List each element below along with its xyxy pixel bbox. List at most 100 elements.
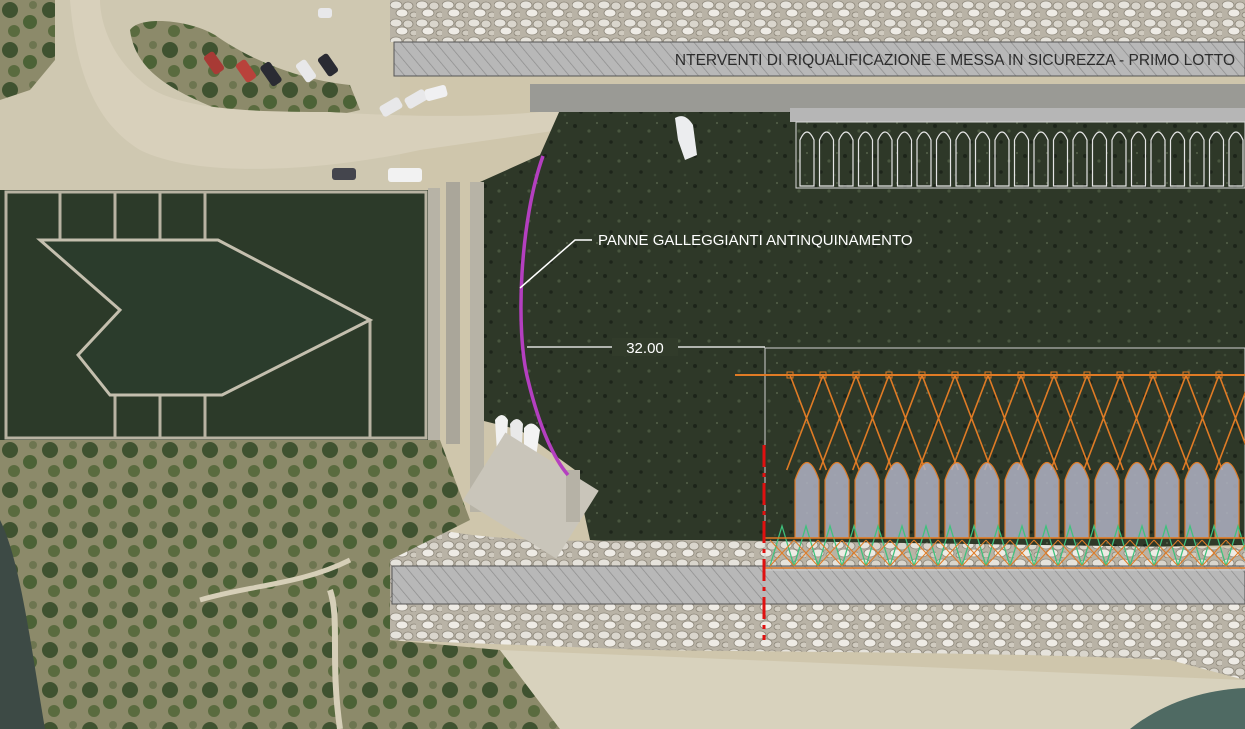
chain-segment xyxy=(1177,523,1203,567)
berth-boat-outline xyxy=(1033,131,1049,187)
mooring-buoy xyxy=(852,371,860,379)
mooring-buoy xyxy=(984,371,992,379)
floating-boom-line xyxy=(519,155,570,477)
basin-walls xyxy=(4,190,428,440)
label-leader xyxy=(519,239,592,289)
mooring-buoy xyxy=(1182,371,1190,379)
berth-boat xyxy=(974,461,1000,539)
mooring-rope xyxy=(1181,374,1224,471)
harbour-water xyxy=(480,110,1245,548)
berth-boat-outline xyxy=(1091,131,1108,187)
lower-quay-band xyxy=(391,565,1245,605)
mooring-rope xyxy=(950,374,993,471)
bracing-segment xyxy=(961,539,987,567)
berth-boat-outline xyxy=(1111,131,1127,187)
berth-boat xyxy=(1154,461,1180,539)
berth-boat-outline xyxy=(994,131,1010,187)
chain-segment xyxy=(865,523,891,567)
project-title: NTERVENTI DI RIQUALIFICAZIONE E MESSA IN… xyxy=(675,52,1235,69)
bracing-segment xyxy=(1225,539,1245,567)
chain-segment xyxy=(769,523,795,567)
bracing-segment xyxy=(1057,539,1083,567)
berth-boat-outline xyxy=(1189,131,1205,187)
berth-boat-outline xyxy=(896,131,913,187)
chain-segment xyxy=(1009,523,1035,567)
berth-boat xyxy=(824,461,850,539)
chain-segment xyxy=(937,523,963,567)
chain-segment xyxy=(817,523,843,567)
chain-segment xyxy=(1057,523,1083,567)
mooring-rope xyxy=(1082,374,1125,471)
mooring-buoy xyxy=(1017,371,1025,379)
parked-cars xyxy=(203,8,448,182)
berth-boat-outline xyxy=(799,131,815,187)
bracing-segment xyxy=(1081,539,1107,567)
upper-quay xyxy=(530,84,1245,112)
new-pontoon-design xyxy=(735,347,1245,571)
chain-segment xyxy=(1201,523,1227,567)
lagoon-edge xyxy=(0,520,45,729)
bracing-segment xyxy=(889,539,915,567)
berth-boat xyxy=(794,461,820,539)
bracing-segment xyxy=(1177,539,1203,567)
mooring-rope xyxy=(1049,374,1092,471)
mooring-rope xyxy=(1115,374,1158,471)
berth-boat xyxy=(884,461,910,539)
chain-segment xyxy=(1081,523,1107,567)
bracing-segment xyxy=(1033,539,1059,567)
berth-boat xyxy=(1034,461,1060,539)
chain-segment xyxy=(889,523,915,567)
chain-segment xyxy=(1225,523,1245,567)
footpath xyxy=(199,557,352,603)
bracing-segment xyxy=(1201,539,1227,567)
mooring-rope xyxy=(851,374,894,471)
berth-boat-outline xyxy=(1169,131,1186,187)
mooring-rope xyxy=(1148,374,1191,471)
berth-boat-outline xyxy=(1072,131,1088,187)
pier-ramp xyxy=(463,432,599,559)
upper-quay-edge xyxy=(790,108,1245,122)
bracing-segment xyxy=(841,539,867,567)
mooring-buoy xyxy=(918,371,926,379)
beach xyxy=(500,650,1245,729)
pentagon-basin xyxy=(36,238,374,397)
berth-boat xyxy=(1064,461,1090,539)
pier xyxy=(428,188,440,443)
floating-boom-label: PANNE GALLEGGIANTI ANTINQUINAMENTO xyxy=(598,232,913,249)
mooring-rope xyxy=(917,374,960,471)
design-boats xyxy=(794,461,1240,539)
footpath xyxy=(327,589,343,729)
pier xyxy=(470,182,484,512)
berth-boat xyxy=(944,461,970,539)
chain-segment xyxy=(985,523,1011,567)
chain-segment xyxy=(961,523,987,567)
bracing-segment xyxy=(1153,539,1179,567)
berth-boat xyxy=(1004,461,1030,539)
mooring-rope xyxy=(983,374,1026,471)
mooring-buoy xyxy=(1050,371,1058,379)
berth-boat-outline xyxy=(877,131,893,187)
chain-segment xyxy=(841,523,867,567)
berth-boat xyxy=(1214,461,1240,539)
berth-boat xyxy=(1094,461,1120,539)
chain-lines xyxy=(769,523,1245,567)
pier-head xyxy=(566,470,580,522)
vegetation-patch xyxy=(0,0,55,100)
chain-segment xyxy=(1033,523,1059,567)
upper-breakwater xyxy=(390,0,1245,42)
mooring-rope xyxy=(1214,374,1245,471)
berth-boat xyxy=(1124,461,1150,539)
berth-boat-outline xyxy=(1208,131,1225,187)
upper-moored-boats xyxy=(795,121,1245,189)
mooring-buoy xyxy=(819,371,827,379)
chain-segment xyxy=(1153,523,1179,567)
mooring-buoy xyxy=(1116,371,1124,379)
chain-segment xyxy=(1129,523,1155,567)
bracing-segment xyxy=(793,539,819,567)
dimension-bg xyxy=(612,338,678,356)
berth-boat xyxy=(854,461,880,539)
bracing-segment xyxy=(913,539,939,567)
berth-boat xyxy=(1184,461,1210,539)
